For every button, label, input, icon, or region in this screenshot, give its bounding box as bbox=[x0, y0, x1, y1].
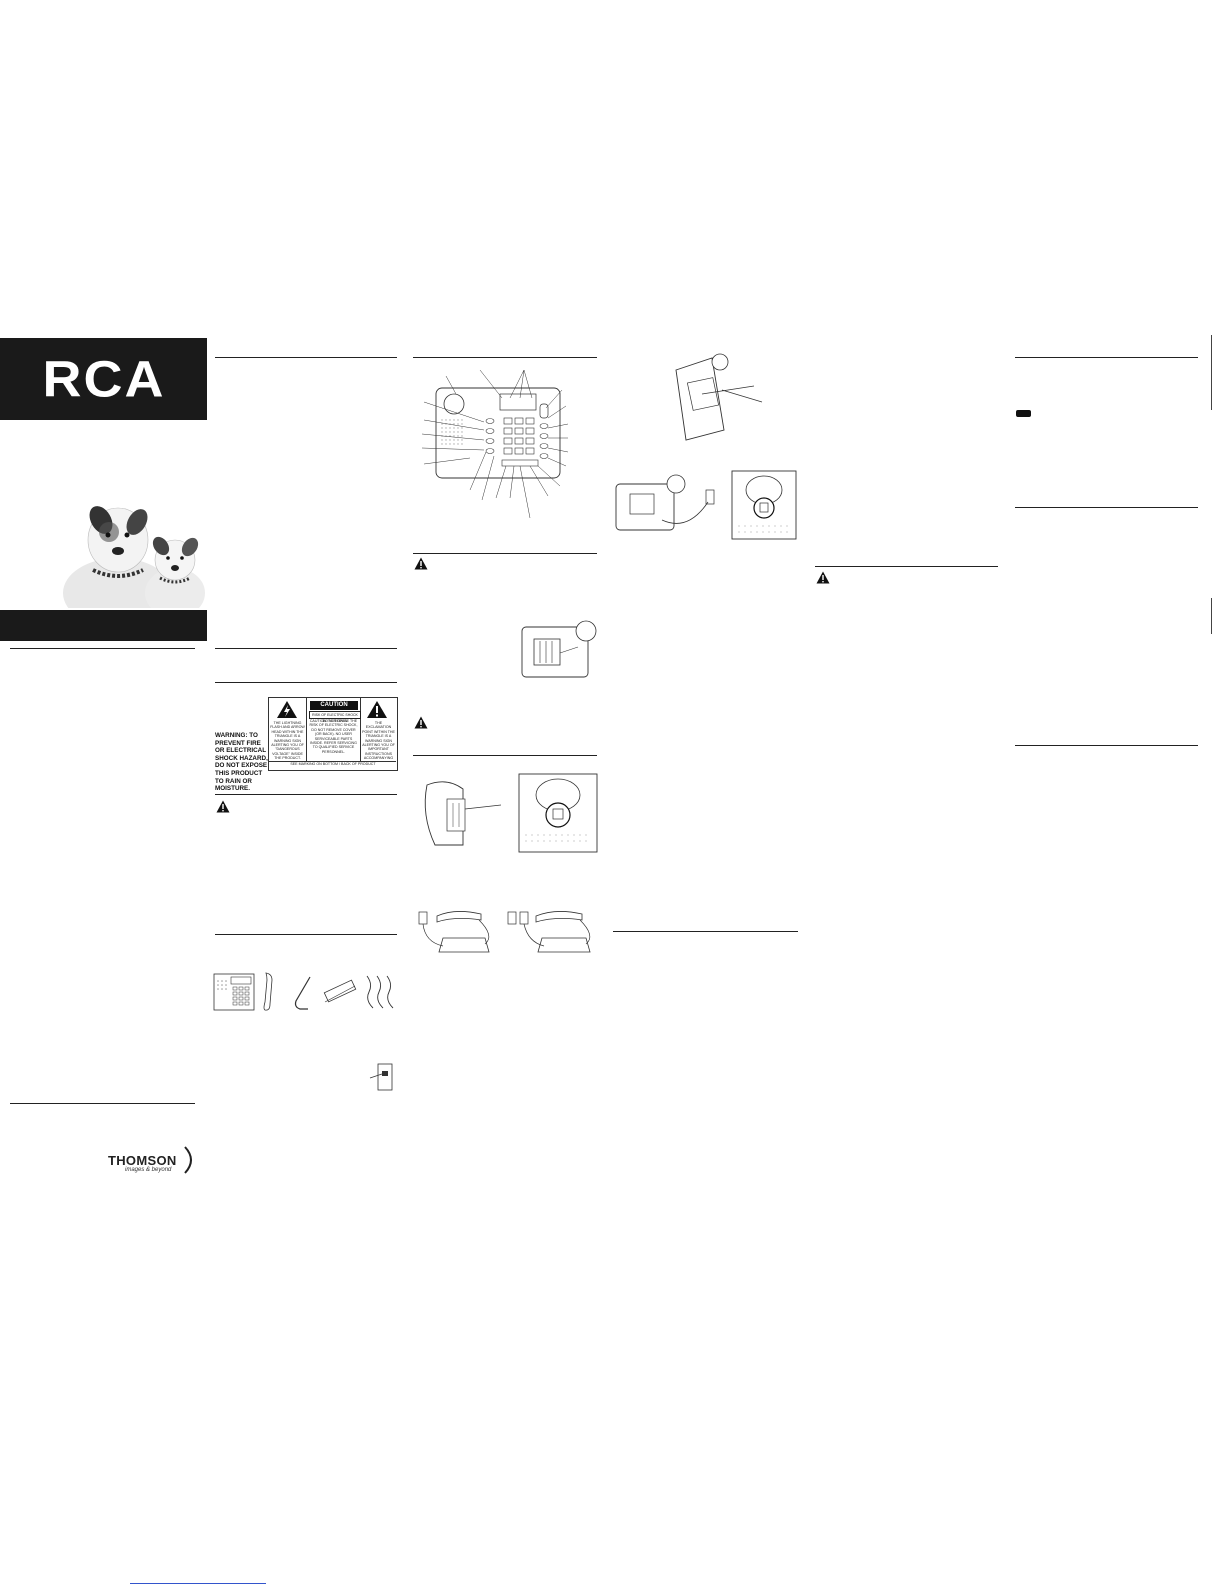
section-rule bbox=[215, 682, 397, 683]
key-badge-icon bbox=[1016, 410, 1031, 417]
caution-divider bbox=[360, 697, 361, 761]
exclamation-triangle-icon bbox=[367, 701, 387, 718]
desk-connection-diagram-left bbox=[418, 911, 490, 953]
caution-panel-left: THE LIGHTNING FLASH AND ARROW HEAD WITHI… bbox=[270, 721, 305, 761]
phone-back-closeup-diagram bbox=[518, 773, 598, 853]
wall-jack-connection-diagram bbox=[615, 474, 715, 531]
warning-moisture-text: WARNING: TO PREVENT FIRE OR ELECTRICAL S… bbox=[215, 732, 268, 793]
coiled-cord-icon bbox=[366, 975, 394, 1009]
rca-logo: RCA bbox=[43, 353, 166, 405]
phone-front-diagram bbox=[421, 369, 569, 518]
fold-mark bbox=[1211, 335, 1212, 410]
rca-logo-text: RCA bbox=[43, 353, 166, 405]
thomson-swoosh-icon bbox=[184, 1146, 192, 1174]
section-rule bbox=[10, 648, 195, 649]
caution-title: CAUTION bbox=[310, 701, 358, 710]
section-rule bbox=[815, 566, 998, 567]
section-rule bbox=[1015, 357, 1198, 358]
battery-install-diagram bbox=[521, 620, 597, 678]
caution-panel-right: THE EXCLAMATION POINT WITHIN THE TRIANGL… bbox=[362, 721, 395, 761]
telephone-base-icon bbox=[213, 973, 255, 1011]
fold-mark bbox=[1211, 598, 1212, 634]
cover-bottom-band bbox=[0, 610, 207, 641]
lightning-triangle-icon bbox=[277, 701, 297, 718]
section-rule bbox=[215, 648, 397, 649]
section-rule bbox=[215, 794, 397, 795]
section-rule bbox=[1015, 507, 1198, 508]
cover-band bbox=[0, 338, 207, 420]
line-cord-icon bbox=[294, 976, 311, 1010]
handset-icon bbox=[263, 972, 273, 1011]
phone-back-closeup-diagram bbox=[731, 470, 797, 540]
caution-panel-mid: CAUTION: TO REDUCE THE RISK OF ELECTRIC … bbox=[309, 719, 358, 754]
section-rule bbox=[215, 934, 397, 935]
warning-triangle-icon bbox=[414, 557, 428, 570]
caution-footer: SEE MARKING ON BOTTOM / BACK OF PRODUCT bbox=[290, 762, 376, 766]
section-rule bbox=[413, 755, 597, 756]
warning-triangle-icon bbox=[216, 800, 230, 813]
nipper-chipper-dogs-photo bbox=[63, 498, 205, 608]
thomson-logo: THOMSON bbox=[108, 1153, 177, 1168]
section-rule bbox=[413, 357, 597, 358]
section-rule bbox=[10, 1103, 195, 1104]
thomson-tagline: images & beyond bbox=[125, 1167, 172, 1173]
desk-connection-diagram-right bbox=[507, 911, 591, 953]
section-rule bbox=[613, 931, 798, 932]
warning-triangle-icon bbox=[816, 571, 830, 584]
section-rule bbox=[1015, 745, 1198, 746]
wall-mount-bracket-diagram bbox=[424, 781, 502, 846]
page-link-underline[interactable] bbox=[130, 1583, 266, 1584]
caution-subtitle: RISK OF ELECTRIC SHOCK DO NOT OPEN bbox=[309, 711, 361, 723]
wall-mount-install-diagram bbox=[675, 353, 763, 441]
caution-divider bbox=[306, 697, 307, 761]
section-rule bbox=[215, 357, 397, 358]
caution-footer-rule bbox=[268, 761, 396, 762]
wall-jack-icon bbox=[369, 1063, 393, 1091]
section-rule bbox=[413, 553, 597, 554]
warning-triangle-icon bbox=[414, 716, 428, 729]
battery-icon bbox=[323, 979, 357, 1003]
